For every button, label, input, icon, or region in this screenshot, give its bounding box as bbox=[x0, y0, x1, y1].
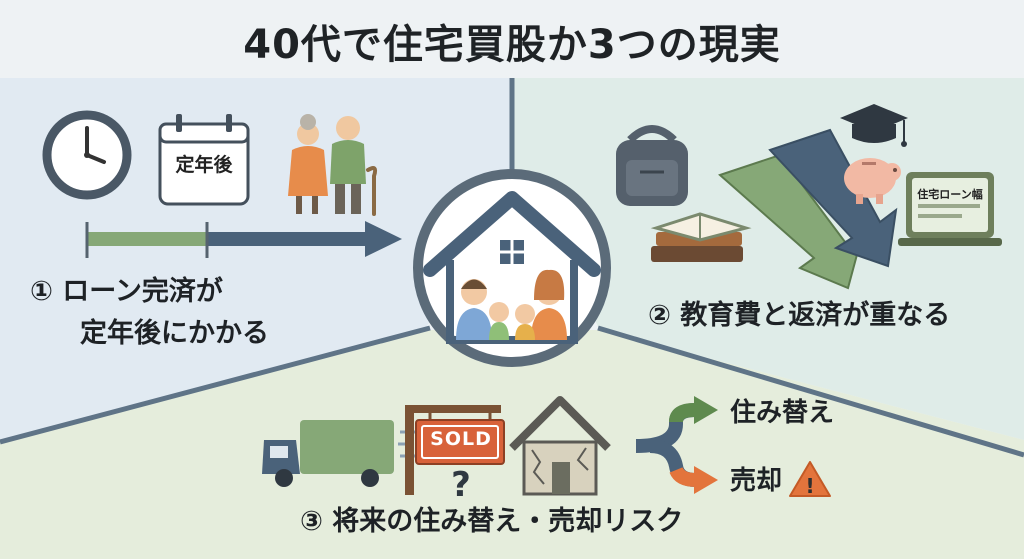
point-1-line-2: 定年後にかかる bbox=[80, 318, 269, 349]
truck-icon bbox=[262, 420, 418, 487]
clock-icon bbox=[42, 110, 132, 200]
warning-icon bbox=[789, 461, 831, 497]
point-3-number: ③ bbox=[300, 506, 323, 537]
point-1-number: ① bbox=[30, 276, 53, 307]
divider-right bbox=[597, 325, 1024, 458]
laptop-icon bbox=[898, 172, 1002, 246]
calendar-label: 定年後 bbox=[175, 154, 233, 176]
point-3-label: ③ 将来の住み替え・売却リスク bbox=[300, 502, 683, 542]
point-2-number: ② bbox=[648, 300, 671, 331]
title-band bbox=[0, 0, 1024, 78]
graduation-cap-icon bbox=[840, 104, 908, 147]
divider-left bbox=[0, 325, 431, 445]
laptop-label: 住宅ローン幅 bbox=[917, 188, 983, 201]
falling-arrows bbox=[718, 128, 898, 290]
point-1-label: ① ローン完済が bbox=[30, 272, 223, 312]
timeline-navy-bar bbox=[207, 232, 367, 246]
option-sell-label: 売却 bbox=[730, 466, 783, 496]
books-icon bbox=[650, 212, 752, 262]
option-relocate-label: 住み替え bbox=[730, 398, 835, 428]
timeline-arrow bbox=[85, 221, 402, 258]
backpack-icon bbox=[616, 125, 688, 206]
point-2-label: ② 教育費と返済が重なる bbox=[648, 296, 950, 336]
point-2-text: 教育費と返済が重なる bbox=[680, 300, 951, 331]
sold-sign-label: SOLD bbox=[430, 428, 492, 450]
warning-mark: ! bbox=[805, 474, 814, 498]
split-arrow-icon bbox=[635, 396, 718, 494]
timeline-green-bar bbox=[87, 232, 207, 246]
piggy-bank-icon bbox=[844, 158, 901, 204]
point-3-text: 将来の住み替え・売却リスク bbox=[332, 506, 684, 537]
house-family-icon bbox=[413, 169, 611, 367]
question-mark: ? bbox=[451, 465, 471, 505]
sold-sign-icon bbox=[405, 405, 505, 495]
elderly-couple-icon bbox=[288, 114, 378, 216]
damaged-house-icon bbox=[509, 396, 611, 496]
point-1-line-1: ローン完済が bbox=[62, 276, 223, 307]
calendar-icon bbox=[158, 114, 250, 206]
page-title: 40代で住宅買股か3つの現実 bbox=[243, 22, 781, 68]
